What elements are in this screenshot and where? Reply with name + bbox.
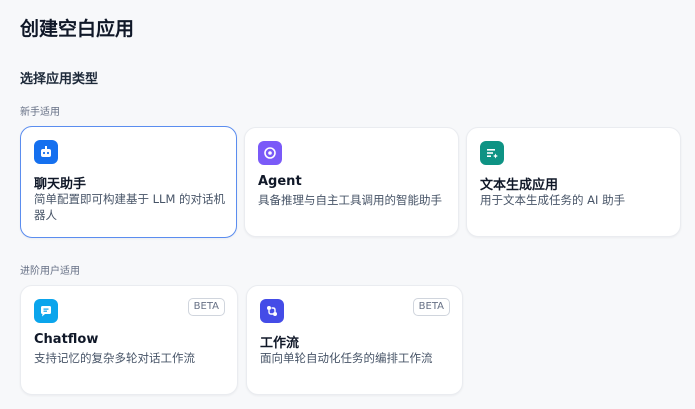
app-type-card-chatflow[interactable]: BETA Chatflow 支持记忆的复杂多轮对话工作流 [20, 285, 238, 395]
app-type-card-text-generation[interactable]: 文本生成应用 用于文本生成任务的 AI 助手 [466, 127, 681, 237]
card-name: Agent [258, 174, 302, 189]
app-type-card-chatbot[interactable]: 聊天助手 简单配置即可构建基于 LLM 的对话机器人 [20, 126, 237, 238]
card-description: 简单配置即可构建基于 LLM 的对话机器人 [34, 192, 226, 222]
section-title: 选择应用类型 [20, 72, 99, 87]
text-generation-icon [480, 141, 504, 165]
app-type-card-workflow[interactable]: BETA 工作流 面向单轮自动化任务的编排工作流 [246, 285, 463, 395]
workflow-icon [260, 299, 284, 323]
card-description: 具备推理与自主工具调用的智能助手 [258, 193, 442, 207]
card-description: 面向单轮自动化任务的编排工作流 [260, 351, 433, 365]
card-name: 工作流 [260, 336, 300, 351]
app-type-card-agent[interactable]: Agent 具备推理与自主工具调用的智能助手 [244, 127, 459, 237]
chatflow-icon [34, 299, 58, 323]
card-name: 聊天助手 [34, 177, 87, 192]
card-name: 文本生成应用 [480, 178, 559, 193]
agent-icon [258, 141, 282, 165]
card-name: Chatflow [34, 332, 99, 347]
page-title: 创建空白应用 [20, 18, 135, 40]
beta-badge: BETA [187, 298, 225, 316]
card-description: 支持记忆的复杂多轮对话工作流 [34, 351, 195, 365]
group-label-beginner: 新手适用 [20, 107, 60, 118]
chatbot-icon [34, 140, 58, 164]
group-label-advanced: 进阶用户适用 [20, 266, 80, 277]
beta-badge: BETA [412, 298, 450, 316]
card-description: 用于文本生成任务的 AI 助手 [480, 193, 626, 207]
